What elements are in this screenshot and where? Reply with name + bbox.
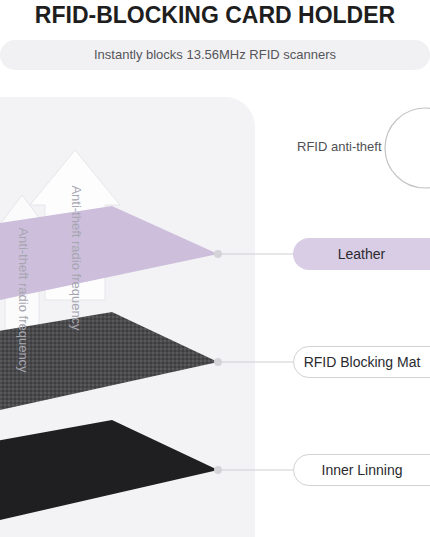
lining-layer <box>0 420 218 520</box>
arrow-text: Anti-theft radio frequency <box>16 227 31 372</box>
arrow-text: Anti-theft radio frequency <box>69 185 84 330</box>
leather-layer <box>0 206 218 300</box>
feature-label: RFID anti-theft <box>297 139 382 154</box>
icon-circle <box>385 108 430 188</box>
layer-label: RFID Blocking Mat <box>293 346 430 378</box>
title: RFID-BLOCKING CARD HOLDER <box>0 2 430 29</box>
mat-layer <box>0 312 218 410</box>
subtitle-band: Instantly blocks 13.56MHz RFID scanners <box>0 40 430 70</box>
node-text: Instantly blocks 13.56MHz RFID scanners <box>0 42 430 68</box>
node-text: Inner Linning <box>294 457 430 484</box>
layer-label: Leather <box>293 238 430 270</box>
panel <box>0 97 255 537</box>
node-text: RFID Blocking Mat <box>294 349 430 376</box>
leader-dots <box>214 250 222 474</box>
leader-lines <box>222 254 293 470</box>
node-text: Leather <box>293 241 430 268</box>
layer-label: Inner Linning <box>293 454 430 486</box>
